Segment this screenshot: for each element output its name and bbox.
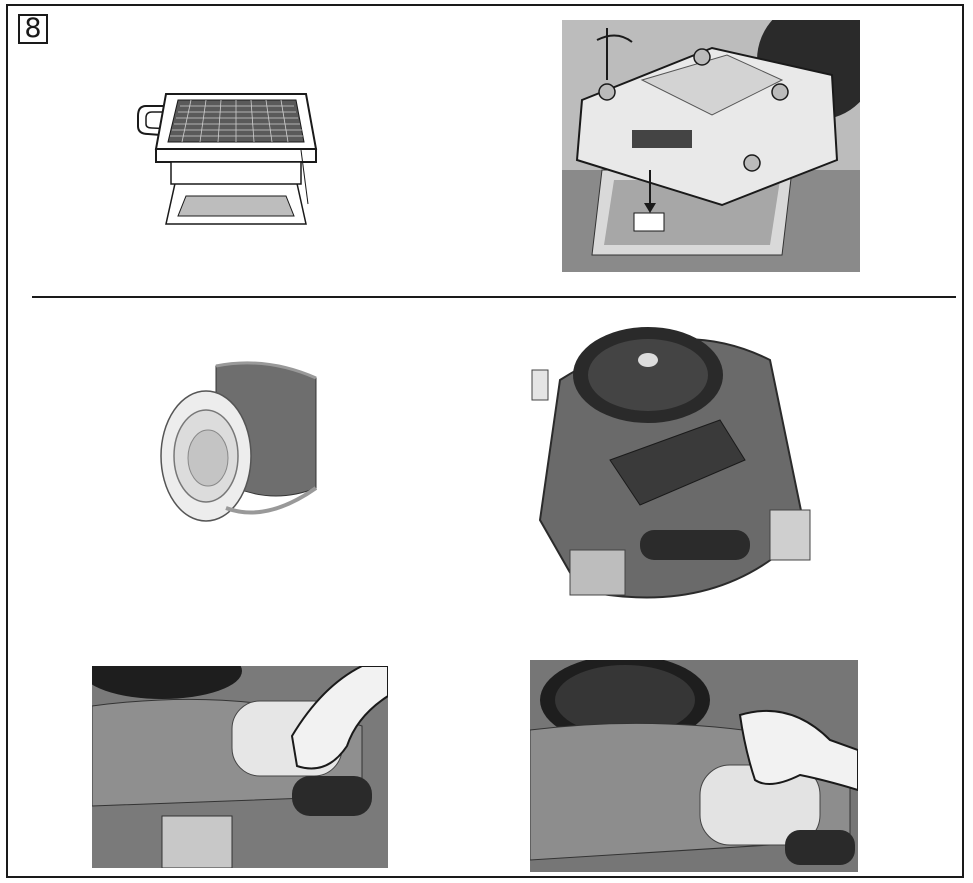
panel-cover-removal [562,20,860,272]
panel-cylindrical-filter [156,358,338,534]
panel-hand-install-right [530,660,858,872]
figure-frame: 8 [6,4,964,878]
section-divider [32,296,956,298]
panel-engine-overview [520,320,820,618]
panel-air-filter-drawing [136,84,326,244]
figure-number: 8 [18,14,48,44]
panel-hand-install-left [92,666,388,868]
